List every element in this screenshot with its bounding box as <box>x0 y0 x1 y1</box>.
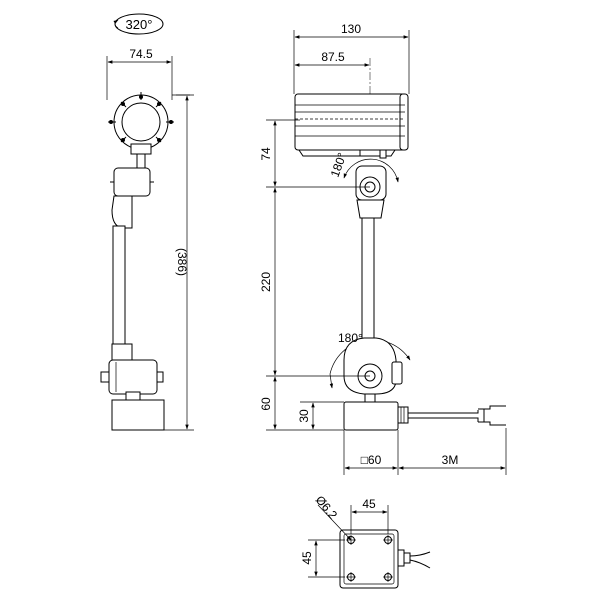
side-view: 320° 74.5 <box>100 13 194 431</box>
head-rotation-label: 320° <box>126 17 153 32</box>
base-height-value: 60 <box>259 397 273 411</box>
lamp-head-front <box>108 92 190 155</box>
rotation-badge: 320° <box>113 13 164 35</box>
total-height-value: (386) <box>175 248 189 276</box>
front-view: 130 87.5 180° <box>259 22 507 475</box>
lamp-length-dimension: 130 <box>293 22 410 94</box>
vertical-dimensions: 74 220 60 30 <box>259 119 370 431</box>
lamp-body <box>294 93 409 157</box>
base-square-value: □60 <box>361 453 382 467</box>
lamp-inner-value: 87.5 <box>321 50 345 64</box>
hole-pitch-y-value: 45 <box>300 551 314 565</box>
arm-rotation-bottom-label: 180° <box>338 331 363 345</box>
head-drop-value: 74 <box>259 147 273 161</box>
head-width-value: 74.5 <box>129 47 153 61</box>
hole-diameter-value: Ø6.2 <box>313 493 341 522</box>
base-plan-view: Ø6.2 45 45 <box>300 493 431 589</box>
head-width-dimension: 74.5 <box>106 47 173 100</box>
arm-length-value: 220 <box>259 272 273 292</box>
hole-pitch-x-value: 45 <box>362 497 376 511</box>
base-lower-value: 30 <box>297 409 311 423</box>
total-height-dimension: (386) <box>164 94 194 431</box>
cable-length-value: 3M <box>442 453 459 467</box>
bottom-dimensions: □60 3M <box>343 428 507 475</box>
lamp-length-value: 130 <box>341 22 361 36</box>
